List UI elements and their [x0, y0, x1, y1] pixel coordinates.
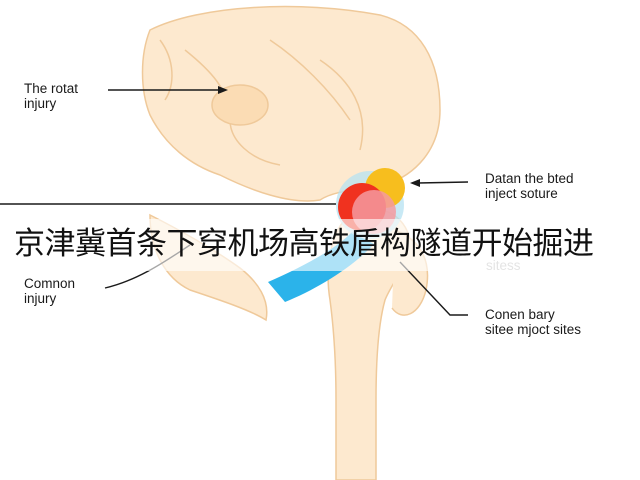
label-line: Datan the bted: [485, 171, 574, 186]
label-rotat-injury: The rotat injury: [24, 81, 78, 111]
label-line: Comnon: [24, 276, 76, 291]
label-line: The rotat: [24, 81, 79, 96]
label-line: injury: [24, 291, 57, 306]
label-line: sitee mjoct sites: [485, 322, 582, 337]
label-datan-bted: Datan the bted inject soture: [485, 171, 574, 201]
caption-banner-text: 京津冀首条下穿机场高铁盾构隧道开始掘进: [14, 226, 594, 262]
label-line: inject soture: [485, 186, 558, 201]
label-line: Conen bary: [485, 307, 555, 322]
label-conen-bary: Conen bary sitee mjoct sites: [485, 307, 581, 337]
caption-banner-background: [0, 219, 640, 271]
label-comnon-injury: Comnon injury: [24, 276, 75, 306]
label-line: injury: [24, 96, 57, 111]
